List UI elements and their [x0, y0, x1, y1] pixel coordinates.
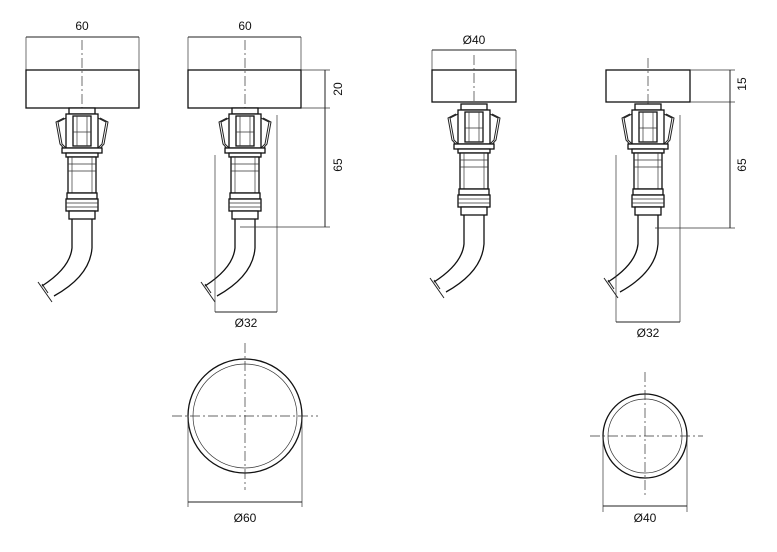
- view2-base-diameter-label: Ø32: [235, 316, 258, 330]
- view-3-side-elevation: Ø40: [429, 33, 517, 299]
- view-4-dimensioned-elevation: 15 65 Ø32: [603, 58, 749, 340]
- view1-width-label: 60: [75, 19, 89, 33]
- top-view-circle-60: Ø60: [172, 343, 318, 525]
- view4-base-diameter-label: Ø32: [637, 326, 660, 340]
- circle1-diameter-label: Ø60: [234, 511, 257, 525]
- circle2-diameter-label: Ø40: [634, 511, 657, 525]
- view4-head-height-label: 15: [735, 77, 749, 91]
- view2-head-height-label: 20: [331, 82, 345, 96]
- view4-body-height-label: 65: [735, 158, 749, 172]
- view-2-dimensioned-elevation: 60 20 65 Ø32: [187, 19, 345, 330]
- view2-width-label: 60: [238, 19, 252, 33]
- view2-body-height-label: 65: [331, 158, 345, 172]
- view3-diameter-label: Ø40: [463, 33, 486, 47]
- top-view-circle-40: Ø40: [590, 372, 703, 525]
- view-1-side-elevation: 60: [25, 19, 140, 303]
